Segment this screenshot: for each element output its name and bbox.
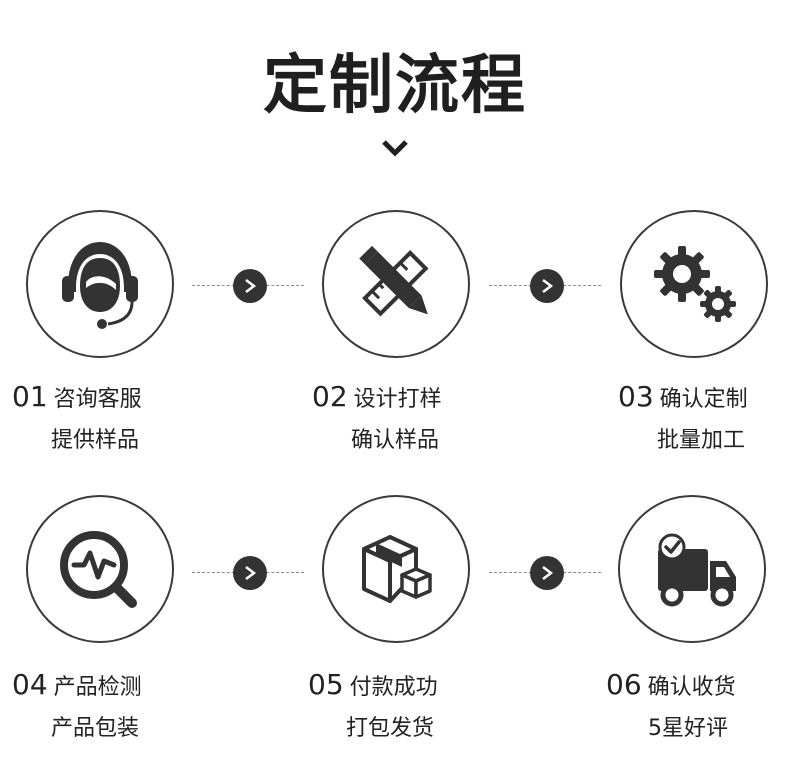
step-number: 04 bbox=[12, 668, 48, 701]
gears-icon bbox=[654, 246, 736, 322]
step-title: 产品检测 bbox=[53, 674, 142, 700]
step-number: 01 bbox=[12, 380, 48, 413]
step-4-subtitle: 产品包装 bbox=[51, 716, 140, 741]
package-boxes-icon bbox=[362, 535, 432, 603]
step-number: 05 bbox=[308, 668, 344, 701]
step-6-subtitle: 5星好评 bbox=[648, 716, 728, 741]
step-connector bbox=[489, 555, 601, 591]
step-1-subtitle: 提供样品 bbox=[51, 428, 140, 453]
step-3-circle bbox=[620, 210, 768, 358]
step-number: 06 bbox=[606, 668, 642, 701]
step-connector bbox=[192, 555, 304, 591]
step-3-subtitle: 批量加工 bbox=[657, 428, 746, 453]
step-6-circle bbox=[618, 495, 766, 643]
step-number: 03 bbox=[618, 380, 654, 413]
delivery-truck-icon bbox=[658, 533, 736, 607]
step-title: 付款成功 bbox=[349, 674, 438, 700]
arrow-right-icon bbox=[233, 556, 267, 590]
step-title: 咨询客服 bbox=[53, 386, 142, 412]
step-title: 确认收货 bbox=[647, 674, 736, 700]
step-5-circle bbox=[322, 495, 470, 643]
arrow-right-icon bbox=[233, 269, 267, 303]
step-1-circle bbox=[26, 210, 174, 358]
pencil-ruler-icon bbox=[359, 245, 429, 317]
step-2-circle bbox=[322, 210, 470, 358]
chevron-down-icon bbox=[382, 140, 408, 157]
arrow-right-icon bbox=[530, 556, 564, 590]
step-number: 02 bbox=[312, 380, 348, 413]
headset-support-icon bbox=[62, 242, 138, 329]
inspection-magnifier-icon bbox=[60, 531, 137, 608]
step-connector bbox=[192, 268, 304, 304]
page-title: 定制流程 bbox=[263, 49, 527, 123]
step-connector bbox=[489, 268, 601, 304]
arrow-right-icon bbox=[530, 269, 564, 303]
step-title: 确认定制 bbox=[659, 386, 748, 412]
step-4-circle bbox=[26, 495, 174, 643]
step-title: 设计打样 bbox=[353, 386, 442, 412]
step-2-subtitle: 确认样品 bbox=[351, 428, 440, 453]
step-5-subtitle: 打包发货 bbox=[346, 716, 435, 741]
